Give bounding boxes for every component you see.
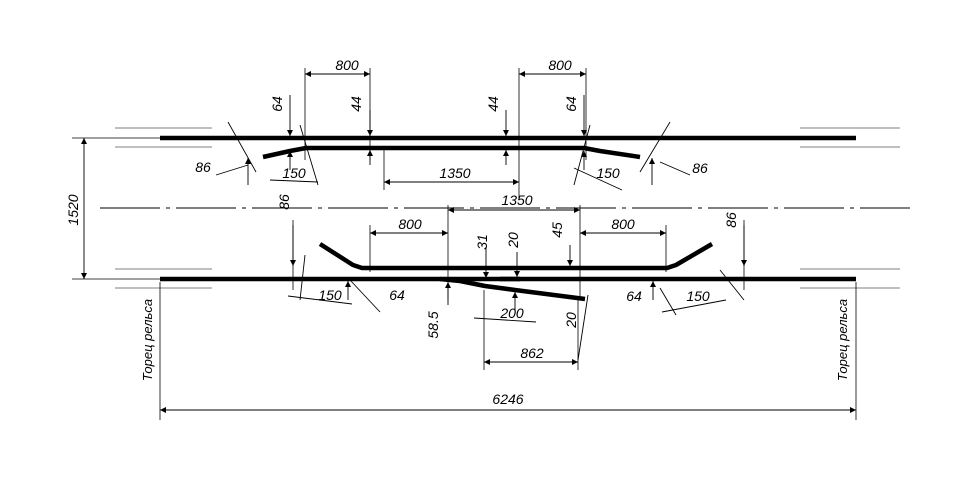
label-rail-end-right: Торец рельса [835, 299, 850, 381]
upper-guard-rail [262, 145, 641, 160]
dim-slant-lower-a [299, 254, 306, 301]
dim-upper-left-800: 800 [335, 57, 359, 73]
upper-rail-group [115, 127, 900, 160]
label-rail-end-left: Торец рельса [140, 299, 155, 381]
dim-gauge: 1520 [65, 194, 81, 225]
dim-leader-upper-86-right [659, 161, 691, 176]
dim-lower-left-64: 64 [389, 287, 405, 303]
dim-lower-20-bottom: 20 [563, 312, 579, 329]
dim-lower-right-800: 800 [611, 216, 635, 232]
dim-slant-lower-150-left [287, 295, 353, 305]
dim-slant-lower-64-left [349, 279, 381, 313]
dim-lower-31: 31 [474, 234, 490, 250]
dim-upper-right-64: 64 [563, 96, 579, 112]
dimension-texts: 6246 1520 800 800 64 44 44 64 86 86 150 … [65, 57, 850, 407]
dim-upper-left-150: 150 [282, 165, 306, 181]
dim-slant-upper-150-right [573, 167, 623, 191]
dim-slant-upper-86-right [639, 121, 671, 173]
dim-slant-lower-20b [577, 294, 589, 361]
dim-upper-right-150: 150 [596, 165, 620, 181]
dim-lower-right-64: 64 [626, 288, 642, 304]
dim-upper-left-64: 64 [269, 96, 285, 112]
dim-lower-left-86: 86 [276, 194, 292, 210]
dim-slant-lower-150-right [661, 299, 727, 313]
dim-lower-1350: 1350 [501, 192, 532, 208]
dim-slant-upper-150-left [269, 179, 319, 183]
lower-wing-rail [439, 276, 586, 302]
dim-lower-left-800: 800 [398, 216, 422, 232]
lower-rail-group [115, 242, 900, 302]
extension-lines [72, 68, 857, 420]
dim-lower-20-top: 20 [505, 232, 521, 249]
dim-upper-right-44: 44 [485, 96, 501, 112]
dim-upper-left-86: 86 [195, 159, 211, 175]
dim-lower-200: 200 [499, 305, 524, 321]
dim-lower-left-150: 150 [318, 287, 342, 303]
dim-lower-right-86: 86 [723, 212, 739, 228]
dim-lower-58-5: 58.5 [425, 311, 441, 338]
dim-upper-left-44: 44 [348, 96, 364, 112]
dim-slant-upper-86-left [227, 121, 257, 173]
dim-lower-right-150: 150 [686, 288, 710, 304]
dim-upper-right-86: 86 [692, 160, 708, 176]
dim-upper-1350: 1350 [439, 165, 470, 181]
dimension-lines [81, 71, 856, 413]
dim-slant-lower-b [659, 287, 677, 316]
dim-slant-upper-a [299, 124, 319, 186]
dim-upper-right-800: 800 [548, 57, 572, 73]
dim-total-length: 6246 [492, 391, 523, 407]
dim-lower-862: 862 [520, 345, 544, 361]
dim-lower-45: 45 [549, 222, 565, 238]
dim-slant-lower-c [719, 269, 745, 301]
lower-guard-rail [318, 242, 714, 271]
dim-leader-upper-86-left [215, 164, 249, 176]
dim-slant-lower-200 [473, 317, 537, 323]
dim-slant-upper-b [573, 124, 591, 186]
